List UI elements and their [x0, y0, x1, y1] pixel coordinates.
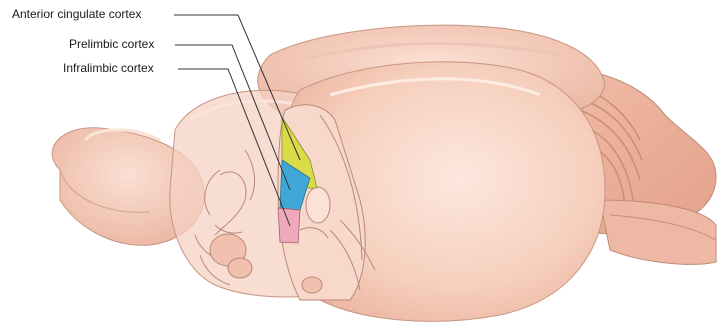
- label-prelimbic-cortex: Prelimbic cortex: [69, 37, 154, 51]
- label-infralimbic-cortex: Infralimbic cortex: [63, 61, 154, 75]
- infralimbic-region: [278, 208, 300, 243]
- label-anterior-cingulate-cortex: Anterior cingulate cortex: [12, 7, 141, 21]
